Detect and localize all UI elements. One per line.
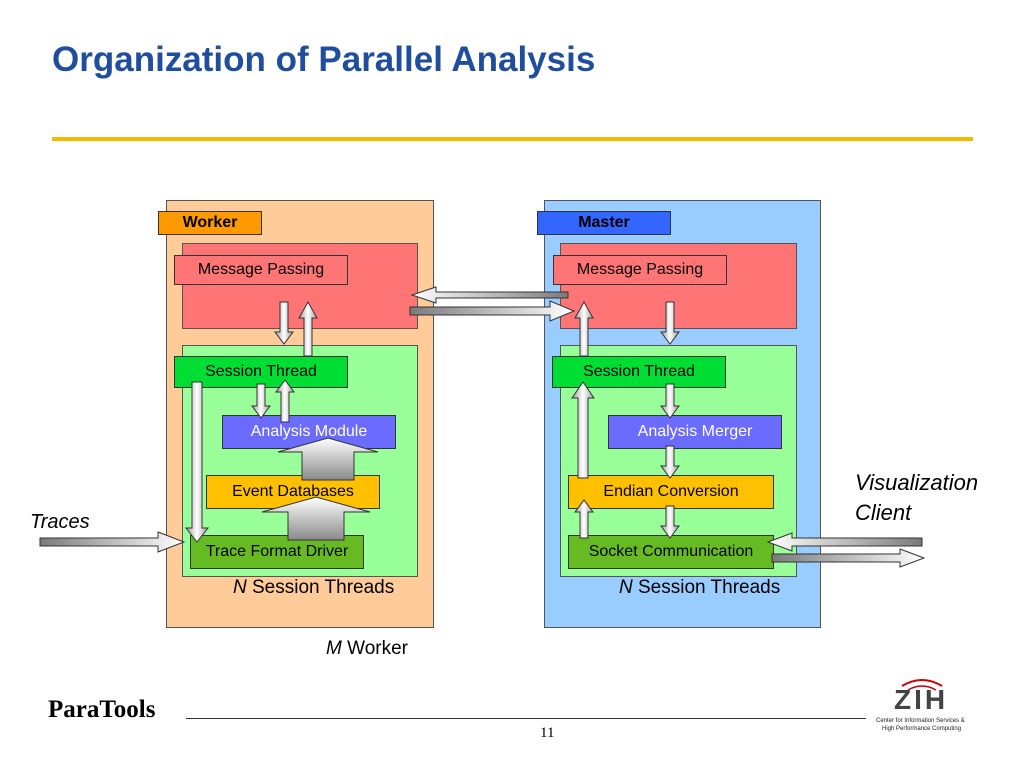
m-symbol: M <box>326 638 342 659</box>
arrow-worker-to-master <box>409 300 576 322</box>
traces-label: Traces <box>30 511 90 533</box>
arrow-traces-input <box>39 531 186 553</box>
arrow-master-msg-down <box>660 301 680 345</box>
arrow-eventdb-to-analysis <box>277 437 379 481</box>
page-number: 11 <box>540 725 555 741</box>
worker-analysis-module: Analysis Module <box>222 415 396 449</box>
zih-logo-mark <box>901 679 943 691</box>
arrow-master-endian-to-session <box>571 381 595 479</box>
master-message-passing: Message Passing <box>553 255 727 285</box>
arrow-worker-session-to-driver <box>184 381 210 543</box>
worker-session-threads-text: Session Threads <box>246 577 395 598</box>
arrow-master-merger-to-endian <box>660 445 680 479</box>
zih-logo-main: ZIH <box>894 684 949 715</box>
client-line: Client <box>855 500 912 525</box>
worker-message-passing: Message Passing <box>174 255 348 285</box>
worker-tag: Worker <box>158 211 262 235</box>
worker-n-symbol: N <box>233 577 247 598</box>
arrow-client-to-socket <box>766 532 923 552</box>
arrow-worker-msg-down <box>274 301 294 345</box>
worker-count-text: Worker <box>341 638 408 659</box>
master-session-thread: Session Thread <box>552 356 726 388</box>
visualization-line: Visualization <box>855 470 979 495</box>
arrow-master-session-up <box>574 300 594 357</box>
zih-logo-sub1: Center for Information Services & <box>876 718 965 724</box>
worker-session-threads-label: N Session Threads <box>233 577 394 599</box>
master-endian-conversion: Endian Conversion <box>568 475 774 509</box>
arrow-worker-analysis-up <box>275 379 295 423</box>
master-socket-communication: Socket Communication <box>568 535 774 569</box>
arrow-master-to-worker <box>410 286 569 304</box>
visualization-client-label: Visualization Client <box>855 468 978 528</box>
arrow-worker-session-down <box>251 383 271 419</box>
title-underline <box>52 137 973 141</box>
worker-trace-format-driver: Trace Format Driver <box>190 535 364 569</box>
arrow-socket-to-client <box>771 548 926 568</box>
page-title: Organization of Parallel Analysis <box>52 40 596 79</box>
zih-logo: ZIH Center for Information Services & Hi… <box>872 676 982 738</box>
master-analysis-merger: Analysis Merger <box>608 415 782 449</box>
arrow-driver-to-eventdb <box>261 496 371 541</box>
worker-session-thread: Session Thread <box>174 356 348 388</box>
zih-logo-sub2: High Performance Computing <box>882 726 962 732</box>
arrow-master-endian-to-socket <box>660 505 680 539</box>
m-worker-label: M Worker <box>326 638 408 660</box>
arrow-worker-session-up <box>298 300 318 357</box>
arrow-master-session-to-merger <box>660 383 680 419</box>
master-n-symbol: N <box>619 577 633 598</box>
paratools-logo: ParaTools <box>48 696 156 723</box>
master-session-threads-label: N Session Threads <box>619 577 780 599</box>
master-session-threads-text: Session Threads <box>632 577 781 598</box>
arrow-master-socket-to-endian <box>574 499 594 539</box>
footer-divider <box>186 718 866 719</box>
master-tag: Master <box>537 211 671 235</box>
